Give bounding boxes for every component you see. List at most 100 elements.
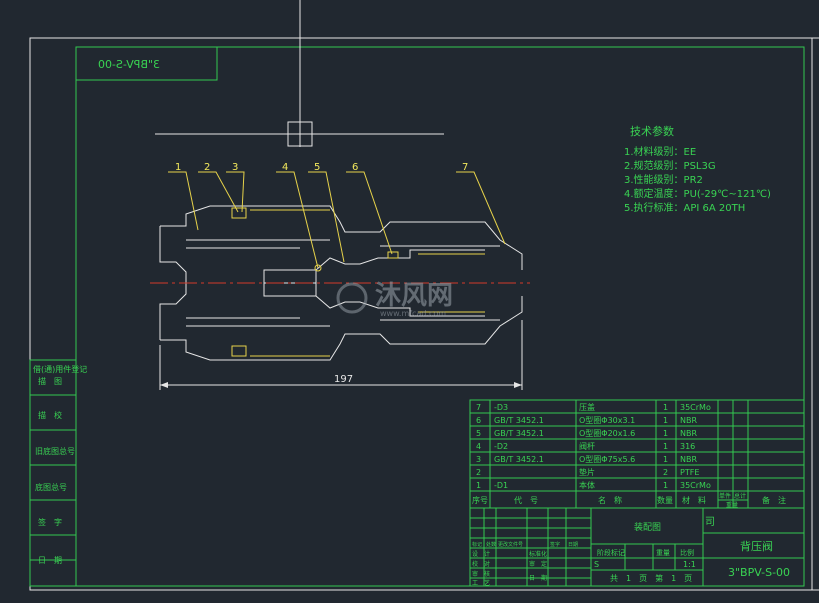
bom-qty: 1 xyxy=(663,442,668,451)
bom-header-unit: 单件 xyxy=(719,492,731,500)
o-ring-3-upper xyxy=(231,207,247,219)
strip-label: 描 校 xyxy=(38,410,62,420)
mid-label: 审 定 xyxy=(529,560,547,568)
bom-material: NBR xyxy=(680,429,697,438)
bom-material: NBR xyxy=(680,416,697,425)
tech-param-line: 5.执行标准：API 6A 20TH xyxy=(624,201,745,214)
body-outline-lower xyxy=(160,296,523,361)
scale-label: 比例 xyxy=(680,548,694,557)
weight-label: 重量 xyxy=(656,549,670,557)
bom-header-total: 总计 xyxy=(734,492,746,500)
rev-header: 签字 xyxy=(550,541,560,548)
role-label: 工 艺 xyxy=(472,579,490,587)
bom-header-name: 名 称 xyxy=(598,495,622,505)
bom-qty: 1 xyxy=(663,403,668,412)
bom-qty: 1 xyxy=(663,429,668,438)
part-name: 背压阀 xyxy=(740,539,773,553)
o-ring-5 xyxy=(314,264,322,272)
sheet-text: 共 1 页 第 1 页 xyxy=(610,573,692,583)
bom-name: 阀杆 xyxy=(579,441,595,451)
bom-no: 5 xyxy=(476,429,481,438)
rev-header: 更改文件号 xyxy=(498,541,523,548)
bom-rows: 7 -D3 压盖 1 35CrMo 6 GB/T 3452.1 O型圈Φ30x3… xyxy=(472,402,786,509)
stage-value: S xyxy=(594,560,599,569)
strip-label: 日 期 xyxy=(38,556,62,565)
bom-code: -D3 xyxy=(494,403,508,412)
callout-leaders xyxy=(168,171,506,269)
tech-param-line: 3.性能级别：PR2 xyxy=(624,173,703,186)
bom-header-material: 材 料 xyxy=(682,495,706,505)
bom-name: O型圈Φ30x3.1 xyxy=(579,416,635,425)
drawing-number: 3"BPV-S-00 xyxy=(728,566,790,579)
bom-qty: 1 xyxy=(663,455,668,464)
bom-qty: 2 xyxy=(663,468,668,477)
bom-qty: 1 xyxy=(663,481,668,490)
crosshair-pickbox xyxy=(287,121,313,147)
bom-material: NBR xyxy=(680,455,697,464)
bom-code: -D2 xyxy=(494,442,508,451)
overall-dimension: 197 xyxy=(159,320,523,390)
callout-label: 2 xyxy=(204,162,210,173)
bom-material: 35CrMo xyxy=(680,481,711,490)
rev-header: 日期 xyxy=(568,542,578,548)
bom-qty: 1 xyxy=(663,416,668,425)
mirrored-code-text: 3"BPV-S-00 xyxy=(98,58,160,71)
o-ring-3-lower xyxy=(231,345,247,357)
title-block-text: 司 背压阀 3"BPV-S-00 装配图 阶段标记 重量 比例 S 1:1 共 … xyxy=(472,517,790,587)
watermark-url: www.mfcad.com xyxy=(380,309,446,318)
title-block-grid xyxy=(469,507,805,587)
bom-code: GB/T 3452.1 xyxy=(494,429,544,438)
o-ring-6 xyxy=(387,251,399,259)
inner-border xyxy=(75,46,805,587)
stage-label: 阶段标记 xyxy=(597,548,625,557)
bom-code: GB/T 3452.1 xyxy=(494,455,544,464)
bom-header-qty: 数量 xyxy=(657,495,673,505)
callout-label: 3 xyxy=(232,162,238,173)
bom-no: 1 xyxy=(476,481,481,490)
callout-label: 6 xyxy=(352,162,358,173)
strip-label: 底图总号 xyxy=(35,482,67,492)
role-label: 设 计 xyxy=(472,550,490,558)
bom-header-code: 代 号 xyxy=(514,495,538,505)
bom-code: GB/T 3452.1 xyxy=(494,416,544,425)
rev-header: 处数 xyxy=(486,541,496,548)
dimension-text: 197 xyxy=(334,374,353,385)
callout-label: 1 xyxy=(175,162,181,173)
callout-label: 5 xyxy=(314,162,320,173)
mid-label: 日 期 xyxy=(529,574,547,582)
bom-name: 垫片 xyxy=(579,467,595,477)
bom-name: O型圈Φ20x1.6 xyxy=(579,429,635,438)
bom-name: 本体 xyxy=(579,480,595,490)
valve-section-drawing[interactable] xyxy=(150,205,530,361)
tech-param-line: 4.额定温度：PU(-29℃~121℃) xyxy=(624,187,771,200)
tech-param-line: 1.材料级别：EE xyxy=(624,145,696,158)
bom-no: 7 xyxy=(476,403,481,412)
bom-header-remark: 备 注 xyxy=(762,495,786,505)
strip-label: 借(通)用件登记 xyxy=(33,364,87,374)
bom-name: 压盖 xyxy=(579,402,595,412)
bom-material: 316 xyxy=(680,442,695,451)
strip-label: 旧底图总号 xyxy=(35,446,75,456)
seat-cone-lower xyxy=(315,295,485,317)
bom-no: 4 xyxy=(476,442,481,451)
role-label: 校 对 xyxy=(472,560,490,568)
bom-no: 2 xyxy=(476,468,481,477)
tech-param-line: 2.规范级别：PSL3G xyxy=(624,159,716,172)
watermark: 沐风网 www.mfcad.com xyxy=(336,281,453,318)
tech-params-list: 1.材料级别：EE 2.规范级别：PSL3G 3.性能级别：PR2 4.额定温度… xyxy=(624,145,771,214)
left-strip-table xyxy=(29,359,77,587)
tech-params-title: 技术参数 xyxy=(630,124,674,138)
bom-no: 3 xyxy=(476,455,481,464)
outer-border xyxy=(29,37,819,591)
strip-label: 描 图 xyxy=(38,376,62,386)
role-label: 审 核 xyxy=(472,570,490,578)
seat-cone xyxy=(315,249,485,271)
bom-no: 6 xyxy=(476,416,481,425)
mid-label: 标准化 xyxy=(529,550,547,558)
body-outline-upper xyxy=(160,205,523,270)
bom-material: PTFE xyxy=(680,468,699,477)
rev-header: 标记 xyxy=(472,541,482,548)
bom-material: 35CrMo xyxy=(680,403,711,412)
callout-label: 7 xyxy=(462,162,468,173)
